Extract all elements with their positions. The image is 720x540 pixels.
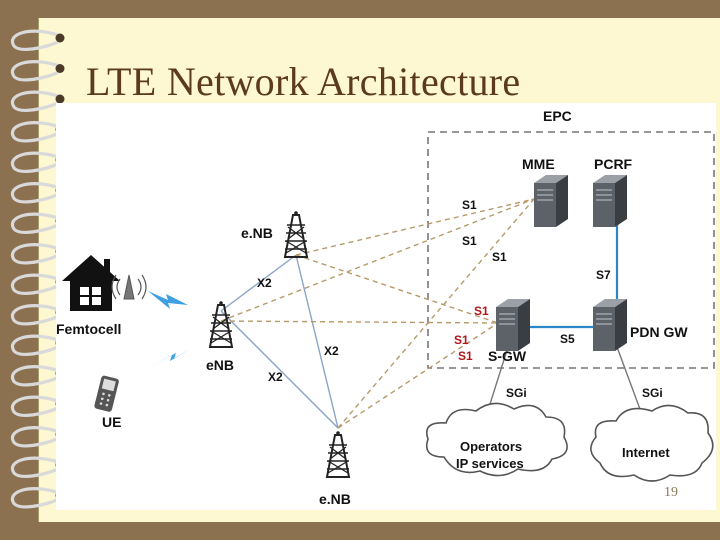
pcrf-label: PCRF (594, 156, 633, 172)
ue-label: UE (102, 414, 121, 430)
pcrf-server-icon (593, 175, 627, 227)
binder-ring (10, 426, 59, 448)
internet-label: Internet (622, 445, 670, 460)
binder-ring (10, 182, 59, 204)
operators-line1: Operators (460, 439, 522, 454)
binder-ring (10, 334, 59, 356)
pdn-gw-server-icon (593, 299, 627, 351)
epc-boundary (427, 131, 715, 369)
s1-links (220, 198, 535, 429)
slide-title: LTE Network Architecture (86, 59, 521, 104)
sgw-label: S-GW (488, 348, 527, 364)
binder-ring (10, 304, 59, 326)
sgi-label-b: SGi (642, 386, 663, 400)
s1-label-f: S1 (458, 349, 473, 363)
mme-server-icon (534, 175, 568, 227)
binder-ring (10, 487, 59, 509)
slide-number: 19 (664, 485, 678, 500)
enb-top-label: e.NB (241, 225, 273, 241)
radio-link-femtocell-icon (148, 291, 188, 309)
binder-hole (55, 33, 65, 43)
enb-top-tower-icon (283, 211, 309, 258)
internet-cloud: Internet (590, 404, 714, 482)
s1-label-a: S1 (462, 198, 477, 212)
enb-mid-label: eNB (206, 357, 234, 373)
sgw-server-icon (496, 299, 530, 351)
s5-label: S5 (560, 332, 575, 346)
femtocell-house-icon (62, 255, 120, 311)
pdn-gw-label: PDN GW (630, 324, 688, 340)
enb-mid-tower-icon (208, 301, 234, 348)
lte-architecture-diagram: EPC (56, 103, 716, 510)
enb-bottom-label: e.NB (319, 491, 351, 507)
x2-label-b: X2 (324, 344, 339, 358)
operators-ip-cloud: Operators IP services (425, 402, 568, 477)
ue-phone-icon (94, 375, 119, 412)
femtocell-device-icon (111, 274, 147, 300)
enb-bottom-tower-icon (325, 431, 351, 478)
binder-ring (10, 365, 59, 387)
binder-ring (10, 212, 59, 234)
operators-line2: IP services (456, 456, 524, 471)
binder-ring (10, 60, 59, 82)
x2-label-c: X2 (268, 370, 283, 384)
binder-hole (55, 94, 65, 104)
binder-ring (10, 395, 59, 417)
x2-label-a: X2 (257, 276, 272, 290)
femtocell-label: Femtocell (56, 321, 121, 337)
x2-links (220, 254, 339, 429)
binder-ring (10, 121, 59, 143)
binder-ring (10, 29, 59, 51)
binder-hole (55, 64, 65, 73)
binder-ring (10, 243, 59, 265)
s7-label: S7 (596, 268, 611, 282)
s1-label-c: S1 (492, 250, 507, 264)
s1-label-d: S1 (474, 304, 489, 318)
epc-label: EPC (543, 108, 572, 124)
s1-label-b: S1 (462, 234, 477, 248)
binder-ring (10, 273, 59, 295)
binder-ring (10, 456, 59, 478)
binder-ring (10, 151, 59, 173)
sgi-label-a: SGi (506, 386, 527, 400)
mme-label: MME (522, 156, 555, 172)
binder-ring (10, 90, 59, 112)
s1-label-e: S1 (454, 333, 469, 347)
